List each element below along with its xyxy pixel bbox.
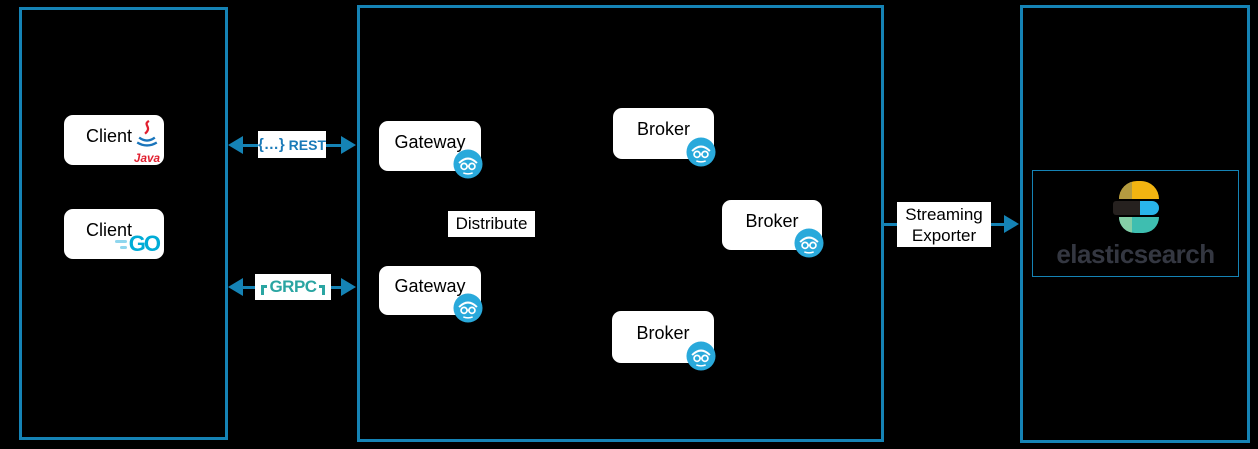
- node-gateway-top: Gateway: [379, 121, 483, 179]
- java-logo-icon: Java: [134, 119, 161, 165]
- grpc-edge-label: GRPC: [255, 274, 331, 300]
- grpc-arrowhead-right-icon: [341, 278, 356, 296]
- grpc-arrowhead-left-icon: [228, 278, 243, 296]
- rest-arrowhead-right-icon: [341, 136, 356, 154]
- streaming-exporter-arrowhead-icon: [1004, 215, 1019, 233]
- broker-top-label: Broker: [636, 119, 690, 139]
- node-gateway-bottom: Gateway: [379, 266, 483, 323]
- go-speed-lines-icon: [114, 239, 127, 249]
- elastic-logo-top-band: [1118, 181, 1159, 199]
- rest-braces-icon: {…}: [257, 136, 285, 153]
- client-go-label: Client: [86, 219, 133, 240]
- grpc-hook-right-icon: [318, 285, 325, 295]
- node-client-java: Client Java: [64, 115, 164, 165]
- streaming-exporter-line1: Streaming: [905, 204, 983, 224]
- zeebe-robot-icon: [794, 228, 824, 258]
- zeebe-robot-icon: [453, 149, 483, 179]
- gateway-top-label: Gateway: [394, 131, 466, 152]
- zeebe-robot-icon: [686, 341, 716, 371]
- rest-label-text: REST: [288, 136, 327, 153]
- streaming-exporter-line2: Exporter: [911, 225, 977, 245]
- go-logo-icon: GO: [114, 231, 161, 256]
- clients-group-box: [19, 7, 228, 440]
- zeebe-robot-icon: [686, 137, 716, 167]
- elasticsearch-panel: elasticsearch: [1032, 170, 1239, 277]
- elasticsearch-wordmark: elasticsearch: [1056, 239, 1215, 269]
- zeebe-cluster-group-box: [357, 5, 884, 442]
- grpc-hook-left-icon: [261, 285, 268, 295]
- rest-edge-label: {…} REST: [258, 131, 326, 158]
- gateway-bottom-label: Gateway: [394, 276, 466, 296]
- node-broker-right: Broker: [722, 200, 824, 258]
- elasticsearch-group-box: [1020, 5, 1250, 443]
- elastic-logo-middle-band: [1112, 201, 1159, 215]
- java-wordmark: Java: [134, 152, 161, 165]
- broker-right-label: Broker: [745, 210, 799, 231]
- distribute-label: Distribute: [448, 211, 535, 237]
- zeebe-robot-icon: [453, 293, 483, 323]
- broker-bottom-label: Broker: [636, 322, 690, 343]
- node-client-go: Client GO: [64, 209, 164, 259]
- go-wordmark: GO: [128, 231, 161, 256]
- grpc-label-text: GRPC: [269, 277, 317, 296]
- streaming-exporter-label: Streaming Exporter: [897, 202, 991, 247]
- node-broker-bottom: Broker: [612, 311, 716, 371]
- rest-arrowhead-left-icon: [228, 136, 243, 154]
- client-java-label: Client: [86, 125, 133, 146]
- elasticsearch-logo-icon: [1112, 181, 1159, 233]
- node-broker-top: Broker: [613, 108, 716, 167]
- elastic-logo-bottom-band: [1118, 217, 1159, 233]
- distribute-label-text: Distribute: [455, 214, 528, 233]
